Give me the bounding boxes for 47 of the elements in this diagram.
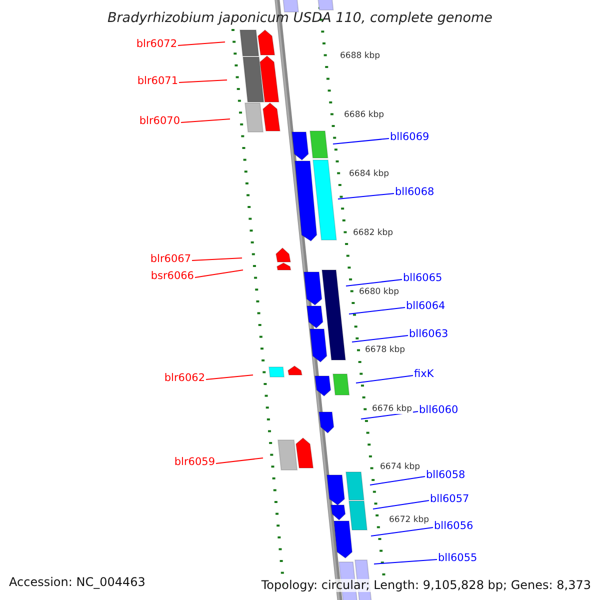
leader-line	[216, 458, 264, 464]
gene-label: blr6059	[174, 456, 215, 469]
leader-line	[194, 270, 244, 278]
gene-label: bll6057	[430, 493, 470, 506]
gene-label: bll6055	[438, 552, 478, 565]
gene-label: bll6064	[406, 300, 446, 313]
leader-line	[178, 42, 226, 46]
accession-text: Accession: NC_004463	[9, 576, 146, 589]
gene-label: bll6056	[434, 520, 474, 533]
gene-label: bll6058	[426, 469, 466, 482]
leader-line	[338, 193, 394, 200]
position-label: 6672 kbp	[388, 515, 430, 525]
leader-line	[370, 527, 434, 536]
gene-label: blr6067	[150, 253, 191, 266]
gene-label: blr6072	[136, 38, 177, 51]
leader-line	[346, 279, 402, 286]
gene-label: bll6069	[390, 131, 430, 144]
position-label: 6686 kbp	[343, 110, 386, 120]
leader-line	[180, 118, 230, 123]
leader-line	[178, 80, 228, 83]
leader-line	[372, 500, 430, 510]
leader-line	[374, 559, 438, 564]
leader-line	[370, 476, 426, 486]
position-label: 6688 kbp	[339, 51, 382, 61]
gene-label: blr6062	[164, 372, 205, 385]
diagram-title: Bradyrhizobium japonicum USDA 110, complete genome	[108, 10, 492, 26]
gene-label: bll6068	[395, 186, 434, 199]
leader-line	[356, 375, 414, 384]
position-label: 6682 kbp	[352, 228, 394, 238]
leader-line	[352, 335, 408, 342]
gene-label: blr6071	[137, 75, 178, 88]
gene-label: bll6060	[419, 404, 458, 417]
position-label: 6678 kbp	[364, 345, 406, 355]
genome-summary-text: Topology: circular; Length: 9,105,828 bp; Genes: 8,373	[261, 579, 591, 592]
position-label: 6684 kbp	[348, 169, 390, 179]
position-label: 6676 kbp	[371, 404, 414, 414]
leader-line	[206, 374, 254, 380]
gene-label: fixK	[414, 368, 434, 381]
gene-label: blr6070	[139, 115, 180, 128]
position-label: 6674 kbp	[379, 462, 422, 472]
gene-label: bll6065	[403, 272, 442, 285]
leader-line	[348, 307, 406, 314]
gene-label: bsr6066	[150, 270, 194, 283]
leader-line	[332, 138, 390, 144]
leader-line	[192, 258, 242, 261]
gene-label: bll6063	[409, 328, 448, 341]
position-label: 6680 kbp	[358, 287, 400, 297]
